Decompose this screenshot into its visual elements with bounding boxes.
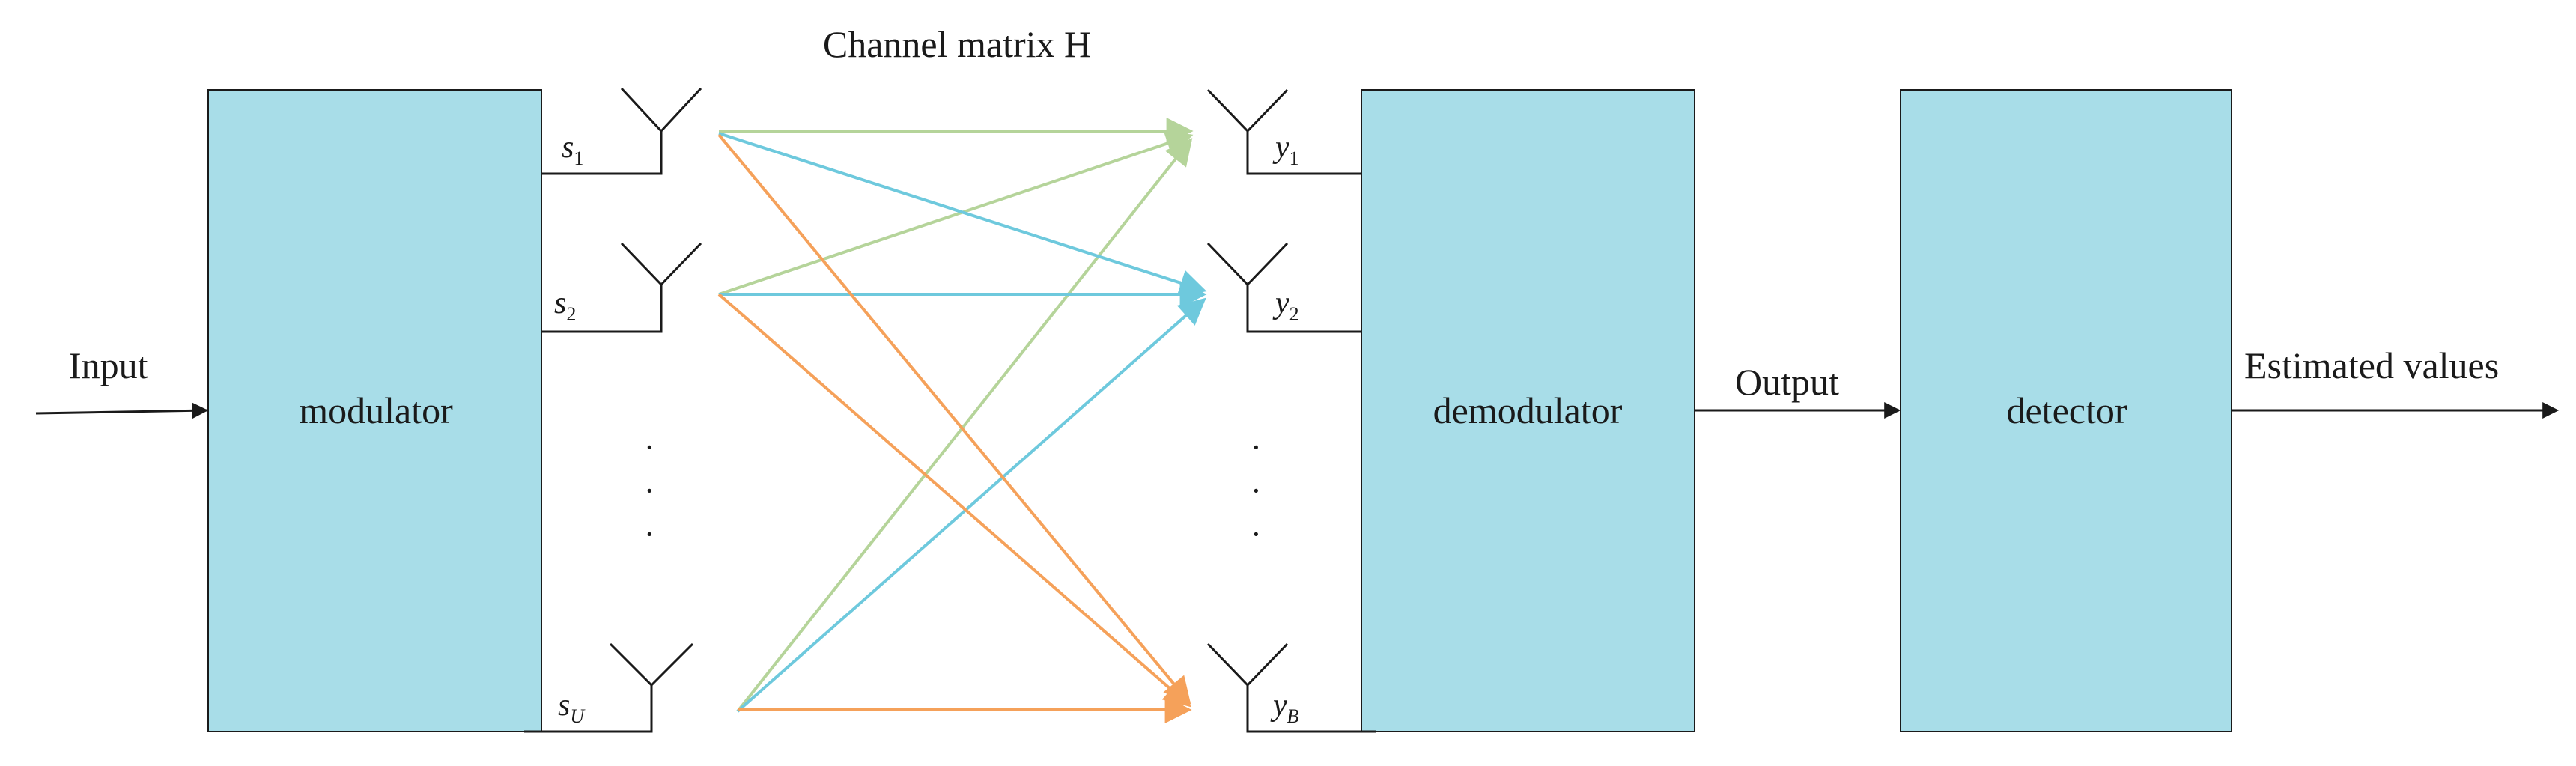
link-s2-yb [717,293,1191,708]
detector-block: detector [1900,89,2232,732]
tx-antenna-2 [541,242,702,333]
tx-ellipsis: · · · [644,429,655,553]
estimated-values-label: Estimated values [2244,344,2499,386]
demodulator-label: demodulator [1433,389,1623,431]
link-su-y2 [736,297,1206,713]
link-s2-y1 [718,130,1194,296]
tx-antenna-1 [541,87,702,175]
modulator-block: modulator [207,89,542,732]
rx-symbol-2: y2 [1272,286,1299,325]
link-su-y1 [736,138,1193,713]
rx-antenna-1 [1206,88,1361,175]
rx-symbol-1: y1 [1272,130,1299,169]
rx-ellipsis: · · · [1251,429,1262,553]
link-s1-y2 [718,132,1207,297]
tx-symbol-2: s2 [554,286,576,325]
svg-text:·: · [644,472,655,509]
tx-symbol-u: sU [558,688,586,727]
rx-symbol-b: yB [1270,688,1299,727]
detector-label: detector [2006,389,2127,431]
rx-antenna-b [1206,642,1376,733]
svg-text:·: · [644,429,655,466]
tx-antenna-u [524,642,694,733]
diagram-title: Channel matrix H [823,23,1091,65]
svg-text:·: · [644,516,655,553]
modulator-label: modulator [299,389,453,431]
demodulator-block: demodulator [1361,89,1695,732]
input-label: Input [69,344,148,386]
link-s1-yb [717,133,1191,705]
tx-symbol-1: s1 [562,130,583,169]
svg-text:·: · [1251,429,1262,466]
svg-text:·: · [1251,516,1262,553]
svg-text:·: · [1251,472,1262,509]
input-arrow [35,402,209,419]
rx-antenna-2 [1206,242,1361,333]
output-label: Output [1735,361,1839,403]
channel-links [717,118,1207,723]
